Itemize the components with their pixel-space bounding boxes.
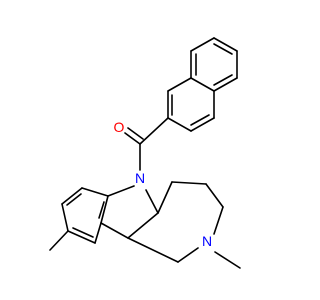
bond	[177, 247, 199, 263]
carbonyl-double-bond	[124, 132, 141, 145]
bond	[205, 183, 224, 208]
bond	[190, 117, 215, 132]
double-bond-inner	[190, 114, 210, 126]
bond	[190, 77, 215, 92]
bond	[214, 251, 241, 269]
double-bond-inner	[72, 227, 94, 238]
bond	[127, 237, 179, 263]
molecule-drawing: O N N	[49, 37, 241, 269]
bond	[139, 117, 169, 145]
bond	[94, 222, 102, 244]
bond	[171, 181, 207, 185]
bond	[190, 37, 215, 52]
bond	[157, 181, 173, 214]
bond	[67, 230, 96, 244]
oxygen-atom-label: O	[114, 119, 125, 135]
bond	[167, 117, 192, 132]
bond	[61, 187, 83, 205]
bond	[107, 185, 135, 197]
carbonyl-double-bond	[127, 127, 144, 140]
atom-background	[112, 120, 126, 134]
bond	[49, 230, 69, 251]
bond	[213, 37, 238, 52]
structure-diagram: O N N	[49, 37, 241, 269]
ring-nitrogen-label: N	[202, 233, 212, 249]
bond	[213, 77, 238, 92]
double-bond-inner	[213, 74, 233, 86]
bond	[100, 222, 129, 239]
bond	[213, 206, 224, 235]
bond	[61, 203, 69, 232]
bond	[145, 189, 159, 214]
bond	[167, 77, 192, 92]
bond	[127, 212, 159, 239]
atom-background	[200, 234, 214, 248]
double-bond-inner	[66, 193, 82, 206]
atom-background	[133, 171, 147, 185]
double-bond-inner	[98, 201, 105, 219]
indole-nitrogen-label: N	[135, 170, 145, 186]
bond	[100, 195, 109, 224]
bond	[81, 187, 109, 197]
double-bond-inner	[213, 43, 233, 55]
